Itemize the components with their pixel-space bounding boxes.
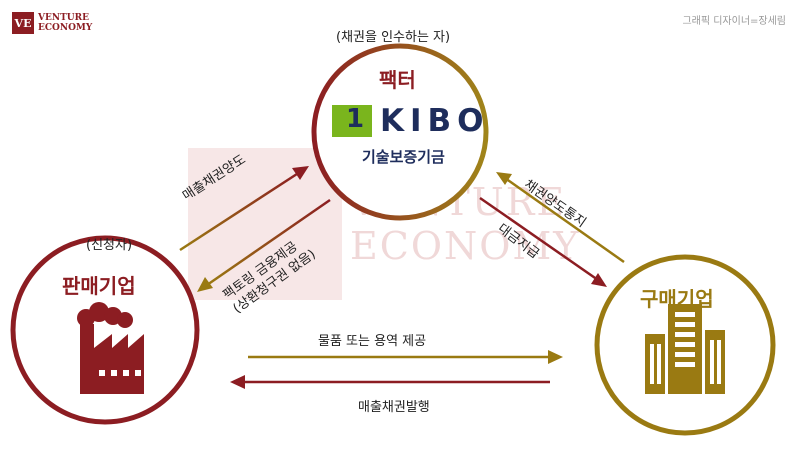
watermark-box xyxy=(188,148,342,300)
factor-title: 팩터 xyxy=(379,68,416,92)
seller-role-label: (신청자) xyxy=(86,238,133,253)
factory-icon xyxy=(77,302,144,394)
arrow-factor-to-seller xyxy=(197,198,331,292)
arrow-seller-to-buyer xyxy=(248,350,563,364)
logo-line-2: ECONOMY xyxy=(38,23,93,33)
buyer-title: 구매기업 xyxy=(640,287,714,311)
factor-role-label: (채권을 인수하는 자) xyxy=(336,30,451,45)
seller-circle xyxy=(10,235,200,425)
arrow-factor-to-buyer xyxy=(479,196,607,287)
kibo-logo xyxy=(332,105,372,137)
designer-credit: 그래픽 디자이너=장세림 xyxy=(682,16,786,27)
factor-circle xyxy=(311,43,489,221)
kibo-mark-digit: 1 xyxy=(346,104,365,134)
kibo-subtitle: 기술보증기금 xyxy=(362,148,445,166)
kibo-wordmark: KIBO xyxy=(380,103,490,139)
arrow-seller-to-factor xyxy=(179,166,309,252)
logo-mark: VE xyxy=(12,12,34,34)
kibo-green-block xyxy=(332,105,372,137)
logo-line-1: VENTURE xyxy=(38,13,89,23)
arrow-buyer-to-factor xyxy=(496,172,625,264)
venture-economy-logo: VE VENTURE ECONOMY xyxy=(12,12,92,34)
seller-title: 판매기업 xyxy=(62,274,136,298)
flow-label-buyer-to-seller: 매출채권발행 xyxy=(358,400,430,415)
watermark-line-2: ECONOMY xyxy=(350,224,581,268)
flow-label-seller-to-buyer: 물품 또는 용역 제공 xyxy=(318,334,427,349)
logo-wordmark: VENTURE ECONOMY xyxy=(38,13,92,33)
building-icon xyxy=(645,304,725,394)
arrow-buyer-to-seller xyxy=(230,375,550,389)
